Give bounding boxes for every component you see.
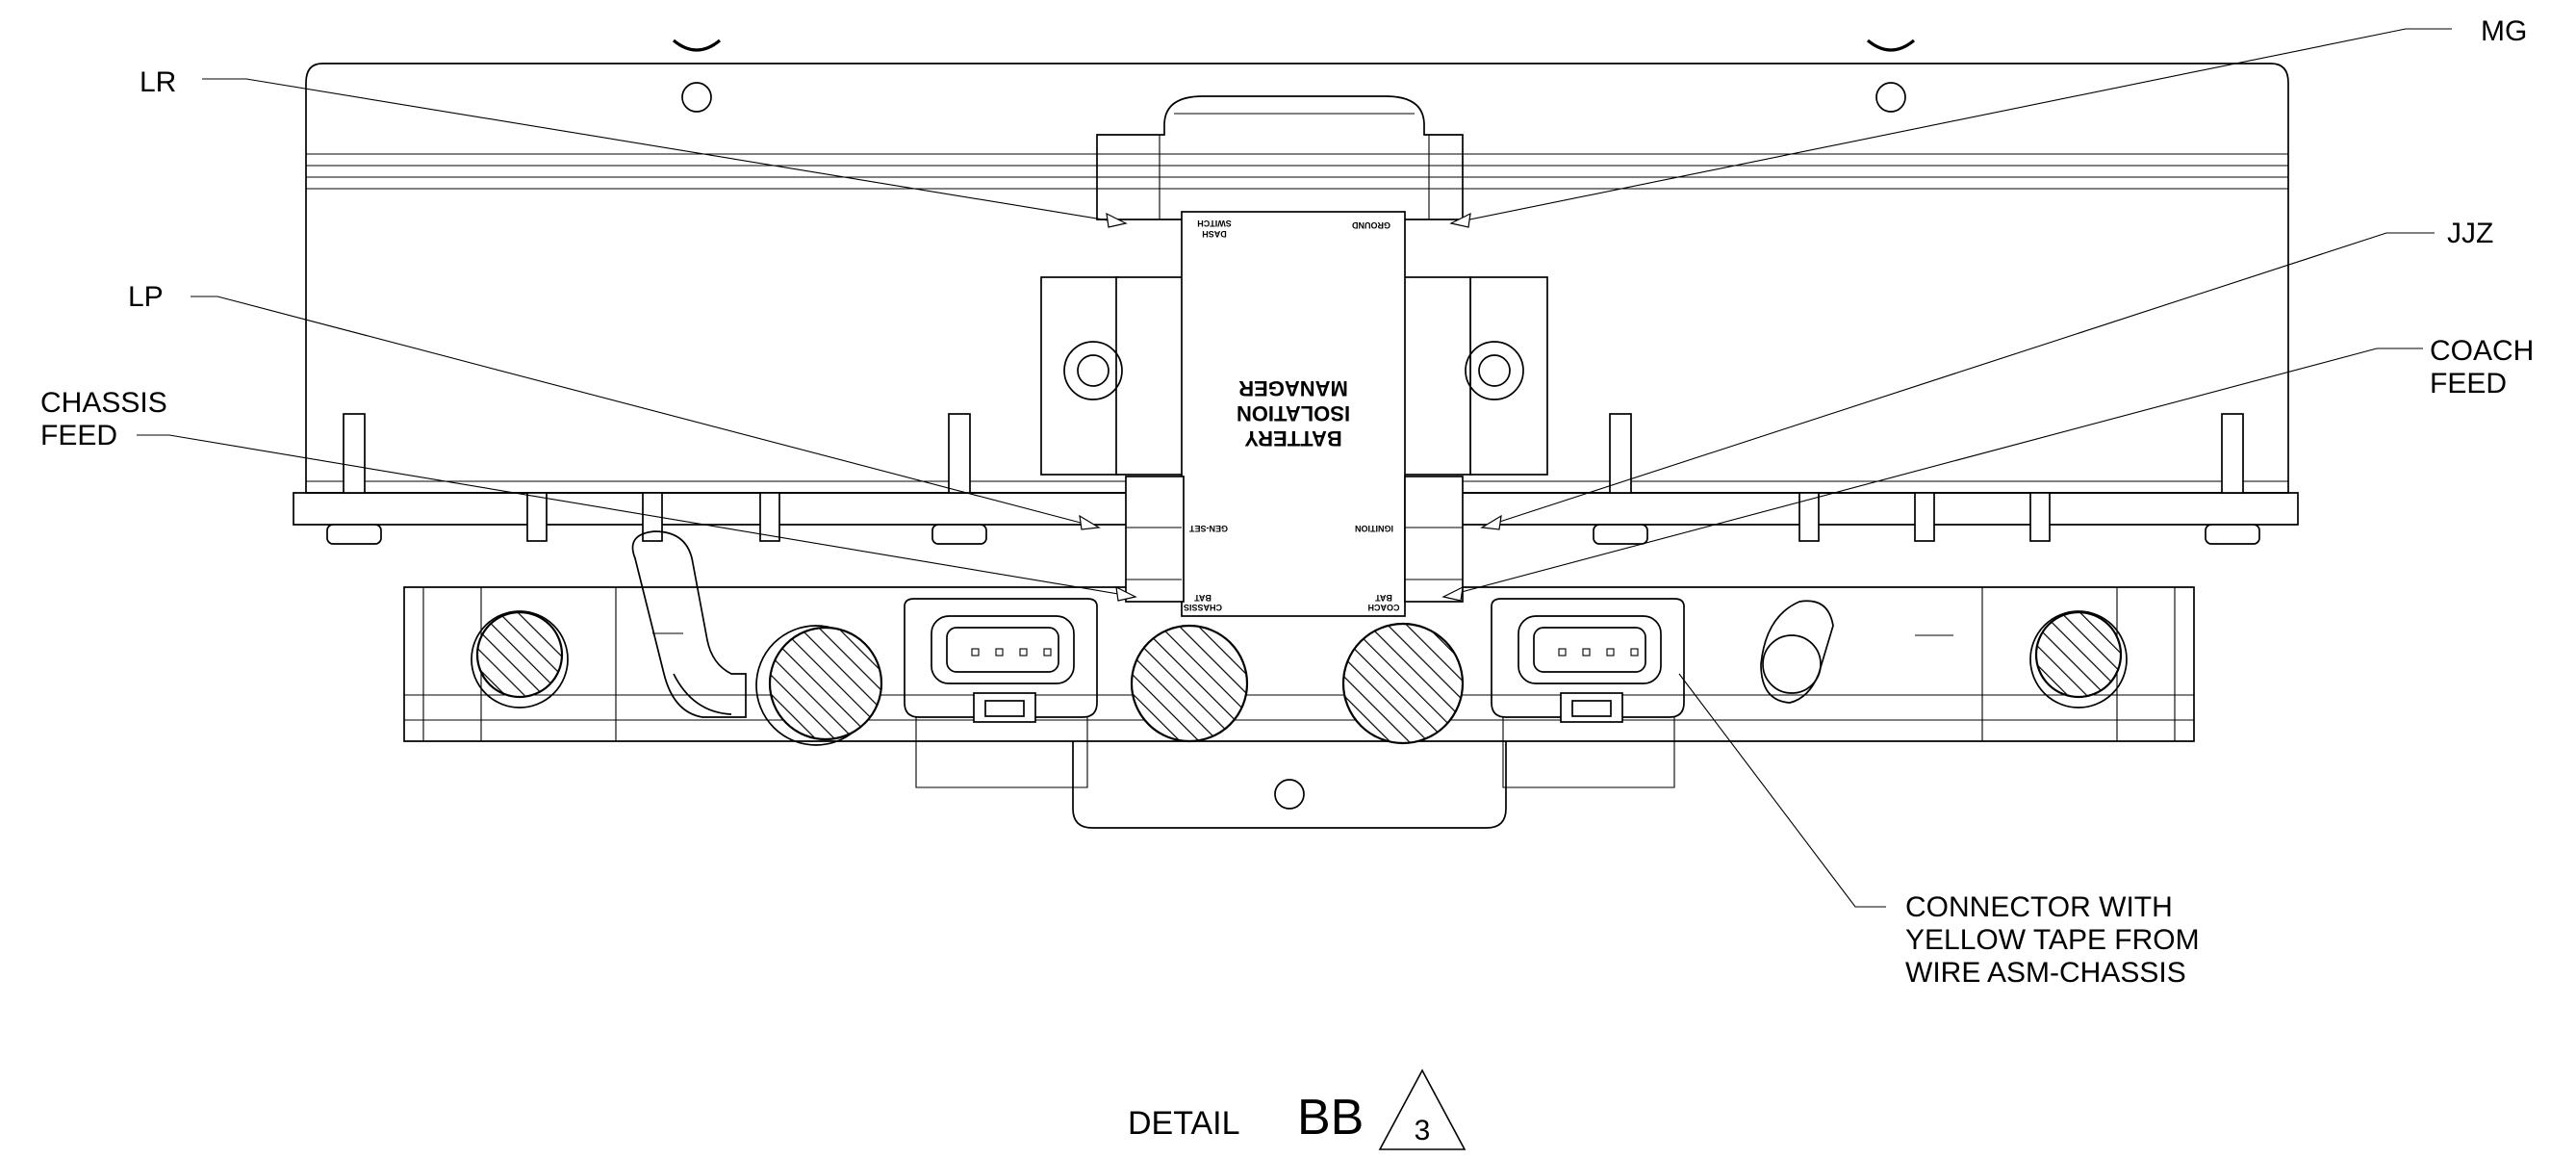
callout-mg: MG bbox=[2481, 15, 2527, 47]
callout-coach-feed-l2: FEED bbox=[2430, 368, 2507, 399]
bolt-far-left bbox=[471, 610, 569, 708]
cable-terminals bbox=[471, 530, 2128, 746]
bim-module: BATTERY ISOLATION MANAGER DASH SWITCH GR… bbox=[1040, 95, 1548, 617]
terminal-block bbox=[403, 586, 2195, 829]
leader-chassis-feed bbox=[137, 434, 1136, 598]
revision-triangle bbox=[1378, 1069, 1467, 1150]
bolt-chassis bbox=[1130, 624, 1249, 743]
leader-lp bbox=[191, 296, 1100, 528]
revision-number: 3 bbox=[1415, 1115, 1431, 1146]
terminal-dash-switch-l2: SWITCH bbox=[1197, 219, 1232, 228]
terminal-ground: GROUND bbox=[1352, 220, 1390, 230]
module-title-line1: BATTERY bbox=[1244, 426, 1342, 451]
bolt-left-mid bbox=[755, 625, 883, 746]
detail-prefix: DETAIL bbox=[1128, 1105, 1240, 1142]
bolt-far-right bbox=[2029, 610, 2128, 708]
connector-left bbox=[904, 598, 1098, 788]
connector-note-l1: CONNECTOR WITH bbox=[1905, 891, 2173, 923]
stud-right-outer bbox=[2205, 413, 2260, 545]
detail-title: DETAIL BB 3 bbox=[1128, 1069, 1467, 1150]
stud-left-outer bbox=[326, 413, 382, 545]
leader-connector-note bbox=[1678, 673, 1886, 908]
leader-jjz bbox=[1481, 232, 2435, 528]
terminal-ignition: IGNITION bbox=[1355, 524, 1393, 533]
mounting-studs bbox=[326, 413, 2260, 545]
leader-lr bbox=[202, 78, 1127, 224]
connector-right-yellow-tape bbox=[1491, 598, 1685, 788]
leader-mg bbox=[1450, 28, 2452, 224]
leader-lines bbox=[137, 28, 2452, 908]
module-title-line2: ISOLATION bbox=[1237, 401, 1350, 425]
callout-chassis-feed-l2: FEED bbox=[40, 420, 117, 451]
callout-jjz: JJZ bbox=[2447, 218, 2493, 249]
callout-lp: LP bbox=[128, 281, 164, 313]
cable-elbow-right bbox=[1760, 600, 1953, 704]
module-title-line3: MANAGER bbox=[1238, 376, 1348, 400]
terminal-gen-set: GEN-SET bbox=[1189, 524, 1229, 533]
callout-coach-feed-l1: COACH bbox=[2430, 335, 2534, 367]
terminal-coach-bat-l1: COACH bbox=[1368, 603, 1400, 612]
terminal-coach-bat-l2: BAT bbox=[1375, 593, 1392, 603]
connector-note-l2: YELLOW TAPE FROM bbox=[1905, 924, 2200, 956]
detail-letters: BB bbox=[1297, 1090, 1364, 1146]
terminal-chassis-bat-l2: BAT bbox=[1194, 593, 1211, 603]
connector-note-l3: WIRE ASM-CHASSIS bbox=[1905, 957, 2186, 989]
left-mount-ear bbox=[1040, 276, 1185, 476]
right-mount-ear bbox=[1399, 276, 1548, 476]
callout-chassis-feed-l1: CHASSIS bbox=[40, 387, 167, 419]
terminal-dash-switch-l1: DASH bbox=[1202, 229, 1227, 239]
callout-lr: LR bbox=[140, 66, 176, 98]
bolt-coach bbox=[1341, 622, 1465, 745]
stud-right-inner bbox=[1593, 413, 1648, 545]
stud-left-inner bbox=[931, 413, 987, 545]
cable-elbow-left bbox=[631, 530, 747, 718]
terminal-chassis-bat-l1: CHASSIS bbox=[1184, 603, 1222, 612]
leader-coach-feed bbox=[1442, 348, 2423, 598]
